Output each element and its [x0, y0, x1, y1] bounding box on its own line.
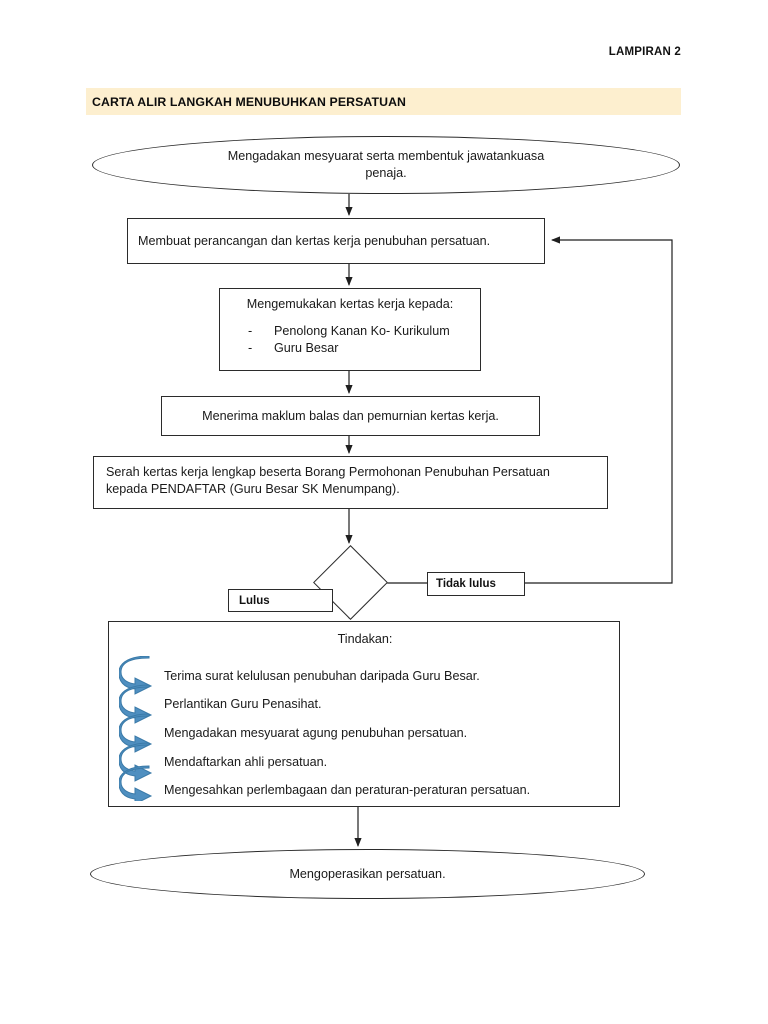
list-item: Mengesahkan perlembagaan dan peraturan-p… — [164, 776, 614, 805]
step-serah-line-1: Serah kertas kerja lengkap beserta Boran… — [106, 465, 550, 479]
decision-yes-label: Lulus — [228, 589, 333, 612]
list-item: - Guru Besar — [248, 340, 470, 357]
decision-yes-text: Lulus — [239, 594, 270, 607]
list-item-label: Mendaftarkan ahli persatuan. — [164, 754, 328, 769]
step-perancangan-text: Membuat perancangan dan kertas kerja pen… — [138, 233, 491, 248]
list-item: Perlantikan Guru Penasihat. — [164, 691, 614, 720]
list-item-label: Guru Besar — [274, 341, 339, 355]
list-item: - Penolong Kanan Ko- Kurikulum — [248, 323, 470, 340]
step-tindakan-list: Terima surat kelulusan penubuhan daripad… — [164, 662, 614, 805]
bullet-dash: - — [248, 324, 253, 338]
step-tindakan-box: Tindakan: — [108, 621, 620, 807]
start-terminator: Mengadakan mesyuarat serta membentuk jaw… — [92, 136, 680, 194]
step-perancangan-box: Membuat perancangan dan kertas kerja pen… — [127, 218, 545, 264]
page-title: CARTA ALIR LANGKAH MENUBUHKAN PERSATUAN — [92, 94, 407, 109]
start-line-1: Mengadakan mesyuarat serta membentuk jaw… — [227, 149, 545, 163]
step-kemukakan-box: Mengemukakan kertas kerja kepada: - Peno… — [219, 288, 481, 371]
list-item: Mengadakan mesyuarat agung penubuhan per… — [164, 719, 614, 748]
lampiran-label: LAMPIRAN 2 — [608, 46, 681, 58]
end-terminator: Mengoperasikan persatuan. — [90, 849, 645, 899]
list-item-label: Mengadakan mesyuarat agung penubuhan per… — [164, 725, 468, 740]
step-maklum-balas-text: Menerima maklum balas dan pemurnian kert… — [202, 408, 499, 423]
list-item: Terima surat kelulusan penubuhan daripad… — [164, 662, 614, 691]
decision-no-label: Tidak lulus — [427, 572, 525, 596]
list-item-label: Penolong Kanan Ko- Kurikulum — [274, 324, 450, 338]
list-item-label: Terima surat kelulusan penubuhan daripad… — [164, 668, 480, 683]
list-item-label: Mengesahkan perlembagaan dan peraturan-p… — [164, 783, 531, 798]
step-maklum-balas-box: Menerima maklum balas dan pemurnian kert… — [161, 396, 540, 436]
start-line-2: penaja. — [365, 166, 407, 180]
chart-title-bar: CARTA ALIR LANGKAH MENUBUHKAN PERSATUAN — [86, 88, 681, 115]
step-kemukakan-heading: Mengemukakan kertas kerja kepada: — [246, 297, 454, 311]
decision-no-text: Tidak lulus — [436, 578, 496, 590]
list-item-label: Perlantikan Guru Penasihat. — [164, 697, 322, 712]
step-kemukakan-list: - Penolong Kanan Ko- Kurikulum - Guru Be… — [230, 323, 470, 357]
step-tindakan-heading: Tindakan: — [337, 632, 393, 646]
end-terminator-text: Mengoperasikan persatuan. — [289, 866, 446, 881]
bullet-dash: - — [248, 341, 253, 355]
list-item: Mendaftarkan ahli persatuan. — [164, 748, 614, 777]
step-serah-box: Serah kertas kerja lengkap beserta Boran… — [93, 456, 608, 509]
blue-coiled-arrow-icon — [118, 655, 165, 805]
step-serah-line-2: kepada PENDAFTAR (Guru Besar SK Menumpan… — [106, 482, 400, 496]
